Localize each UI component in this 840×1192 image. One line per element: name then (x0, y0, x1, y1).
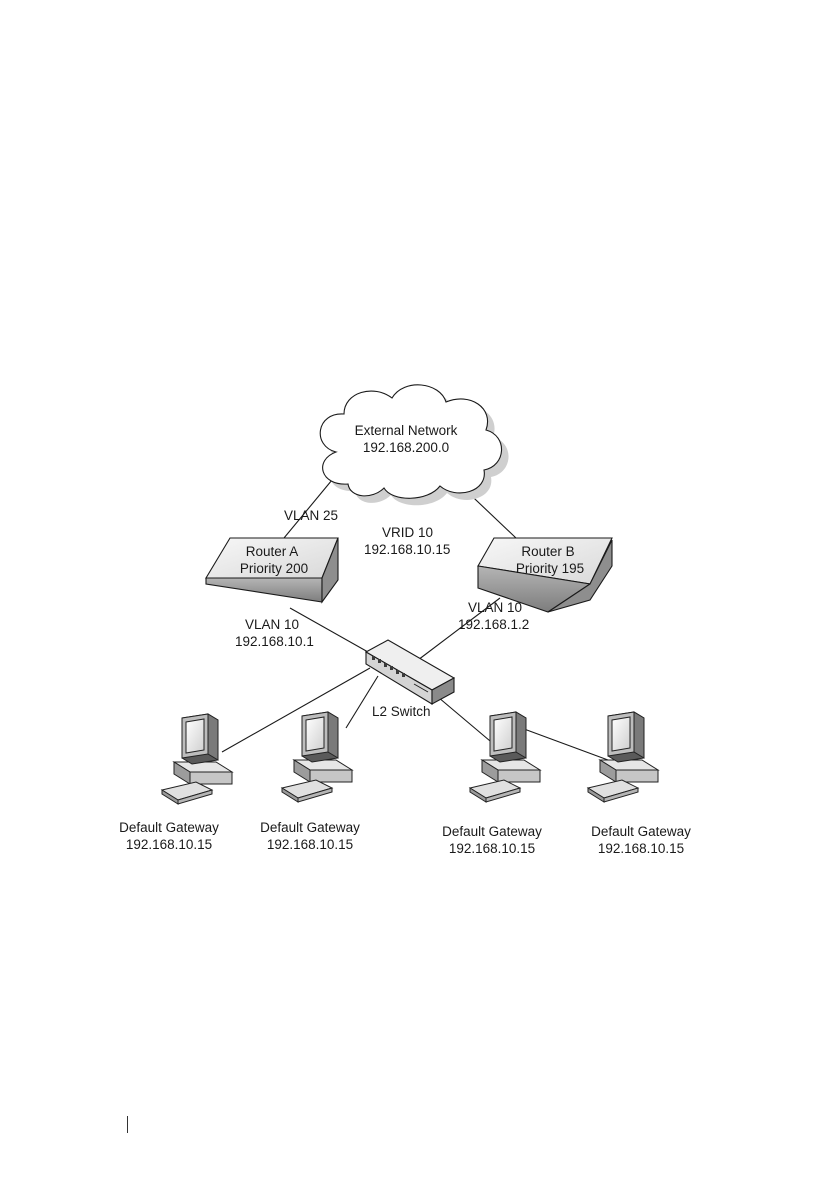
router-a-ip-label: 192.168.10.1 (235, 634, 314, 649)
link-switch-pc4 (516, 726, 608, 760)
host-3-gateway-ip: 192.168.10.15 (449, 841, 535, 856)
host-3-gateway-label: Default Gateway (442, 824, 542, 839)
host-4-gateway-label: Default Gateway (591, 824, 691, 839)
router-b-ip-label: 192.168.1.2 (458, 617, 529, 632)
router-a-vlan-label: VLAN 10 (245, 617, 299, 632)
host-2-gateway-label: Default Gateway (260, 820, 360, 835)
host-pc-1: Default Gateway 192.168.10.15 (119, 714, 232, 852)
network-address: 192.168.200.0 (363, 440, 449, 455)
vrid-label: VRID 10 (382, 525, 433, 540)
switch-label: L2 Switch (372, 704, 431, 719)
link-switch-pc2 (346, 676, 378, 728)
host-pc-2: Default Gateway 192.168.10.15 (260, 712, 360, 852)
external-network-cloud: External Network 192.168.200.0 (320, 385, 508, 505)
host-2-gateway-ip: 192.168.10.15 (267, 837, 353, 852)
link-switch-pc1 (222, 668, 370, 752)
page-margin-rule (127, 1116, 128, 1133)
host-4-gateway-ip: 192.168.10.15 (598, 841, 684, 856)
network-name: External Network (355, 423, 458, 438)
host-pc-4: Default Gateway 192.168.10.15 (588, 712, 691, 856)
link-switch-pc3 (432, 692, 496, 746)
virtual-ip-label: 192.168.10.15 (364, 542, 450, 557)
vlan25-label: VLAN 25 (284, 508, 338, 523)
router-a: Router A Priority 200 (206, 538, 338, 602)
router-b-priority: Priority 195 (516, 561, 584, 576)
host-1-gateway-label: Default Gateway (119, 820, 219, 835)
router-a-priority: Priority 200 (240, 561, 308, 576)
l2-switch: L2 Switch (366, 640, 454, 719)
router-b-vlan-label: VLAN 10 (468, 600, 522, 615)
router-b-name: Router B (521, 544, 574, 559)
host-1-gateway-ip: 192.168.10.15 (126, 837, 212, 852)
router-a-name: Router A (246, 544, 299, 559)
host-pc-3: Default Gateway 192.168.10.15 (442, 712, 542, 856)
